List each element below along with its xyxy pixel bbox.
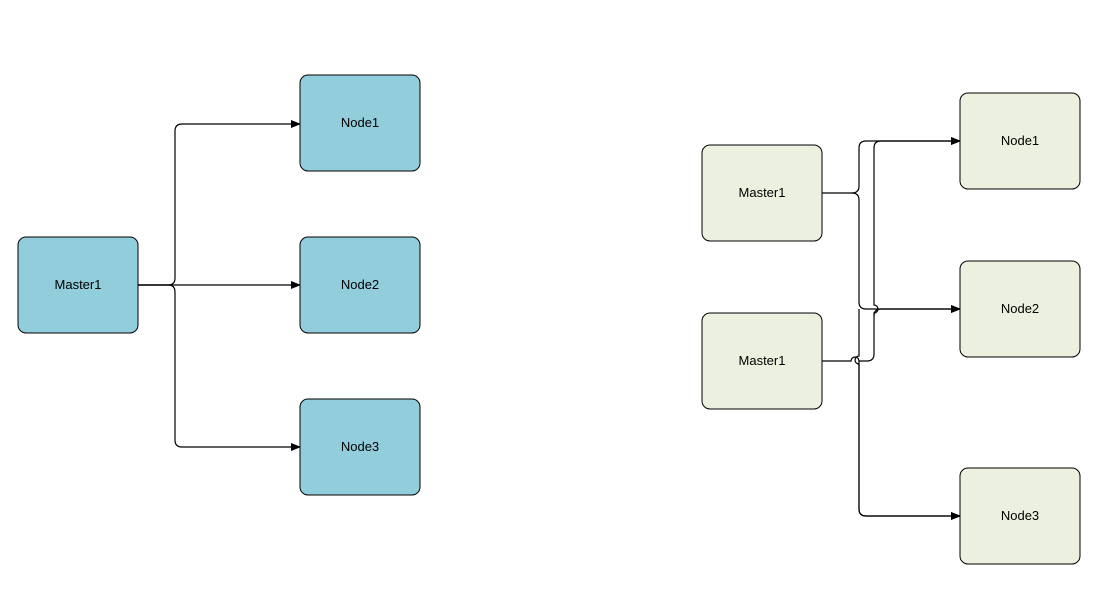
edge-master1-node3 (138, 284, 301, 451)
left-node1-label: Node1 (341, 115, 379, 130)
right-master1-bottom-box[interactable]: Master1 (701, 312, 823, 410)
left-node2-box[interactable]: Node2 (299, 236, 421, 334)
right-node3-box[interactable]: Node3 (959, 467, 1081, 565)
left-node3-box[interactable]: Node3 (299, 398, 421, 496)
left-node3-label: Node3 (341, 439, 379, 454)
left-master1-box[interactable]: Master1 (17, 236, 139, 334)
right-connectors (822, 137, 961, 520)
right-node2-box[interactable]: Node2 (959, 260, 1081, 358)
left-master1-label: Master1 (55, 277, 102, 292)
left-node1-box[interactable]: Node1 (299, 74, 421, 172)
right-master1-top-box[interactable]: Master1 (701, 144, 823, 242)
right-master1-top-label: Master1 (739, 185, 786, 200)
left-connectors (138, 120, 301, 451)
edge-top-master-node1 (822, 137, 961, 194)
edge-master1-node1 (138, 120, 301, 286)
right-node2-label: Node2 (1001, 301, 1039, 316)
edge-top-master-node3 (854, 309, 961, 520)
left-node2-label: Node2 (341, 277, 379, 292)
edge-bottom-master-node1 (822, 137, 961, 362)
edge-bottom-master-node2 (873, 305, 961, 317)
edge-bottom-master-node3 (858, 361, 961, 520)
right-master1-bottom-label: Master1 (739, 353, 786, 368)
edge-top-master-node2 (851, 192, 961, 313)
right-node3-label: Node3 (1001, 508, 1039, 523)
right-node1-label: Node1 (1001, 133, 1039, 148)
right-node1-box[interactable]: Node1 (959, 92, 1081, 190)
